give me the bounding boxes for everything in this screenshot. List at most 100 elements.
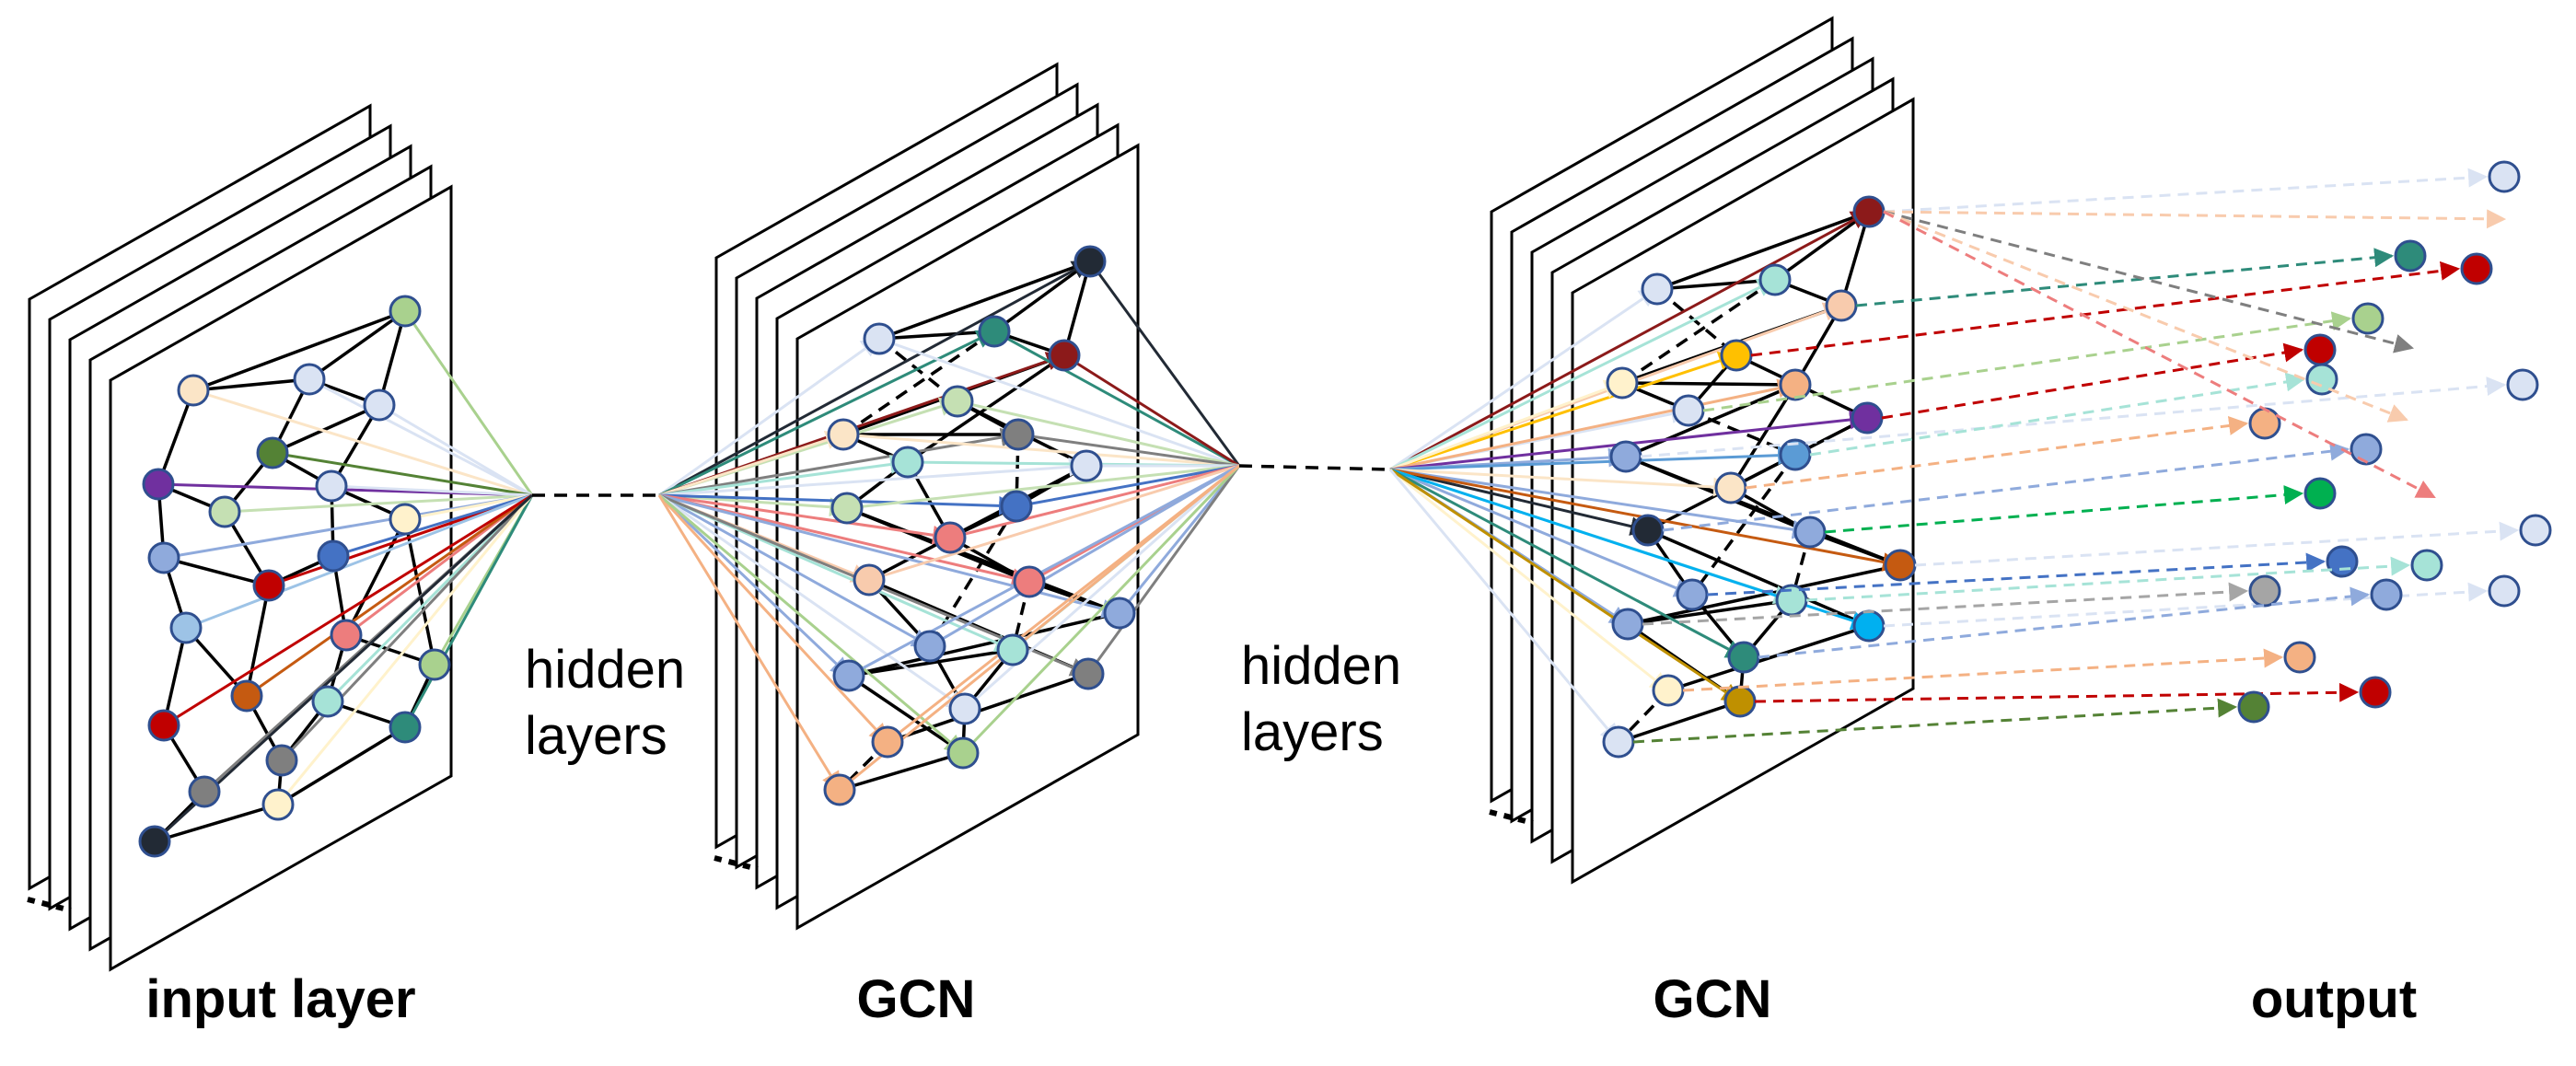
output-node-23: [2237, 690, 2270, 724]
output-arrow-21: [1682, 648, 2284, 692]
gcn1-node-9: [1070, 449, 1103, 482]
gcn2-edge-7: [1621, 278, 1776, 385]
gcn1-to-hub-link-20: [964, 464, 1240, 711]
gcn2-node-4: [1825, 289, 1858, 322]
graph-nodes: [138, 195, 1917, 858]
gcn1-node-11: [1000, 490, 1033, 523]
hub-to-gcn1-link-6: [658, 430, 845, 497]
hidden-layers-label-2-line2: layers: [1241, 702, 1384, 762]
input-node-18: [147, 709, 180, 742]
gcn1-to-hub-link-19: [848, 464, 1240, 678]
output-arrow-16: [1706, 552, 2327, 597]
input-edge-16: [163, 556, 270, 587]
gcn2-edge-13: [1688, 409, 1796, 457]
gcn1-to-hub-link-2: [878, 337, 1240, 468]
hub-to-gcn2-link-20: [1389, 468, 1746, 659]
output-node-18: [2488, 574, 2521, 608]
hub-to-gcn2-link-16: [1389, 468, 1694, 597]
input-node-2: [177, 374, 210, 407]
hub-to-gcn2-link-1: [1389, 210, 1871, 471]
gcn1-edge-26: [848, 611, 1120, 678]
input-node-20: [265, 744, 298, 777]
output-arrow-19: [1642, 582, 2249, 626]
output-node-11: [2248, 407, 2281, 440]
gcn1-node-7: [1002, 418, 1035, 451]
hidden-layers-label-1: hidden layers: [525, 637, 685, 770]
output-arrow-2: [1883, 209, 2507, 229]
gcn1-edge-1: [878, 260, 1091, 341]
output-arrow-20: [1758, 586, 2371, 659]
gcn1-to-hub-link-22: [961, 464, 1241, 755]
hub-to-gcn2-link-5: [1389, 351, 1738, 471]
output-node-22: [2359, 676, 2392, 709]
gcn1-node-10: [830, 492, 864, 525]
input-node-6: [256, 436, 289, 469]
gcn1-node-19: [832, 659, 865, 692]
input-to-hub-link-8: [331, 484, 533, 497]
gcn1-node-12: [934, 521, 967, 554]
gcn2-node-7: [1672, 394, 1705, 427]
input-to-hub-link-2: [192, 388, 533, 497]
gcn2-node-16: [1676, 578, 1709, 611]
hub-to-gcn2-link-22: [1389, 468, 1742, 703]
output-node-15: [2519, 514, 2552, 547]
gcn2-node-21: [1652, 674, 1685, 707]
output-nodes: [1632, 160, 2552, 744]
gcn1-to-hub-link-1: [1088, 261, 1241, 467]
hub-to-gcn1-link-22: [658, 493, 965, 755]
output-node-13: [2303, 477, 2337, 510]
gcn1-node-5: [941, 385, 974, 418]
gcn1-to-hub-link-6: [842, 433, 1240, 468]
gcn1-node-2: [863, 322, 896, 355]
input-to-hub-link-12: [332, 493, 533, 558]
gcn1-node-1: [1073, 245, 1107, 278]
gcn2-node-2: [1641, 272, 1674, 306]
gcn1-to-hub-link-3: [993, 330, 1240, 468]
gcn1-edge-30: [887, 672, 1089, 744]
input-to-hub-link-11: [268, 493, 533, 587]
gcn1-node-17: [996, 633, 1029, 666]
input-to-hub-link-13: [185, 493, 533, 630]
input-to-hub-link-4: [378, 403, 533, 497]
output-arrow-5: [1702, 311, 2352, 412]
hidden-link-2: [1238, 464, 1391, 471]
input-node-9: [147, 541, 180, 574]
input-node-7: [208, 495, 241, 528]
gcn2-edge-4: [1655, 287, 1738, 357]
output-node-21: [2283, 641, 2316, 674]
gcn2-node-10: [1609, 440, 1642, 473]
gcn1-edge-7: [842, 330, 995, 436]
gcn1-to-hub-link-13: [868, 464, 1240, 582]
gcn2-edge-26: [1627, 563, 1901, 626]
output-node-8: [2506, 368, 2539, 401]
input-edge-23: [162, 627, 188, 726]
hub-to-gcn1-link-1: [658, 260, 1092, 497]
gcn1-to-hub-link-10: [846, 464, 1240, 510]
gcn2-node-13: [1631, 514, 1665, 547]
output-arrow-4: [1750, 261, 2461, 357]
input-node-21: [188, 775, 221, 808]
gcn2-node-18: [1852, 609, 1886, 643]
gcn1-node-14: [1013, 565, 1046, 598]
gcn2-node-19: [1611, 608, 1644, 641]
output-node-16: [2326, 545, 2359, 578]
gcn2-edge-20: [1690, 453, 1797, 597]
hub-to-gcn2-link-23: [1388, 469, 1620, 744]
input-edge-3: [377, 310, 407, 406]
output-arrow-23: [1632, 698, 2238, 744]
input-node-16: [230, 679, 263, 713]
hub-to-gcn1-link-2: [658, 337, 881, 497]
output-arrow-13: [1824, 485, 2304, 534]
gcn1-node-6: [827, 418, 860, 451]
output-node-4: [2460, 252, 2493, 285]
output-arrow-12: [1662, 441, 2350, 532]
gcn1-to-hub-link-23: [839, 464, 1240, 792]
output-node-7: [2303, 333, 2337, 366]
input-edge-20: [245, 585, 271, 697]
gcn2-node-3: [1758, 263, 1792, 296]
output-node-17: [2410, 549, 2443, 582]
hub-to-gcn1-link-15: [658, 493, 1122, 619]
gcn2-node-22: [1723, 685, 1757, 718]
hub-to-gcn2-link-11: [1389, 446, 1798, 471]
gcn2-node-20: [1727, 641, 1760, 674]
